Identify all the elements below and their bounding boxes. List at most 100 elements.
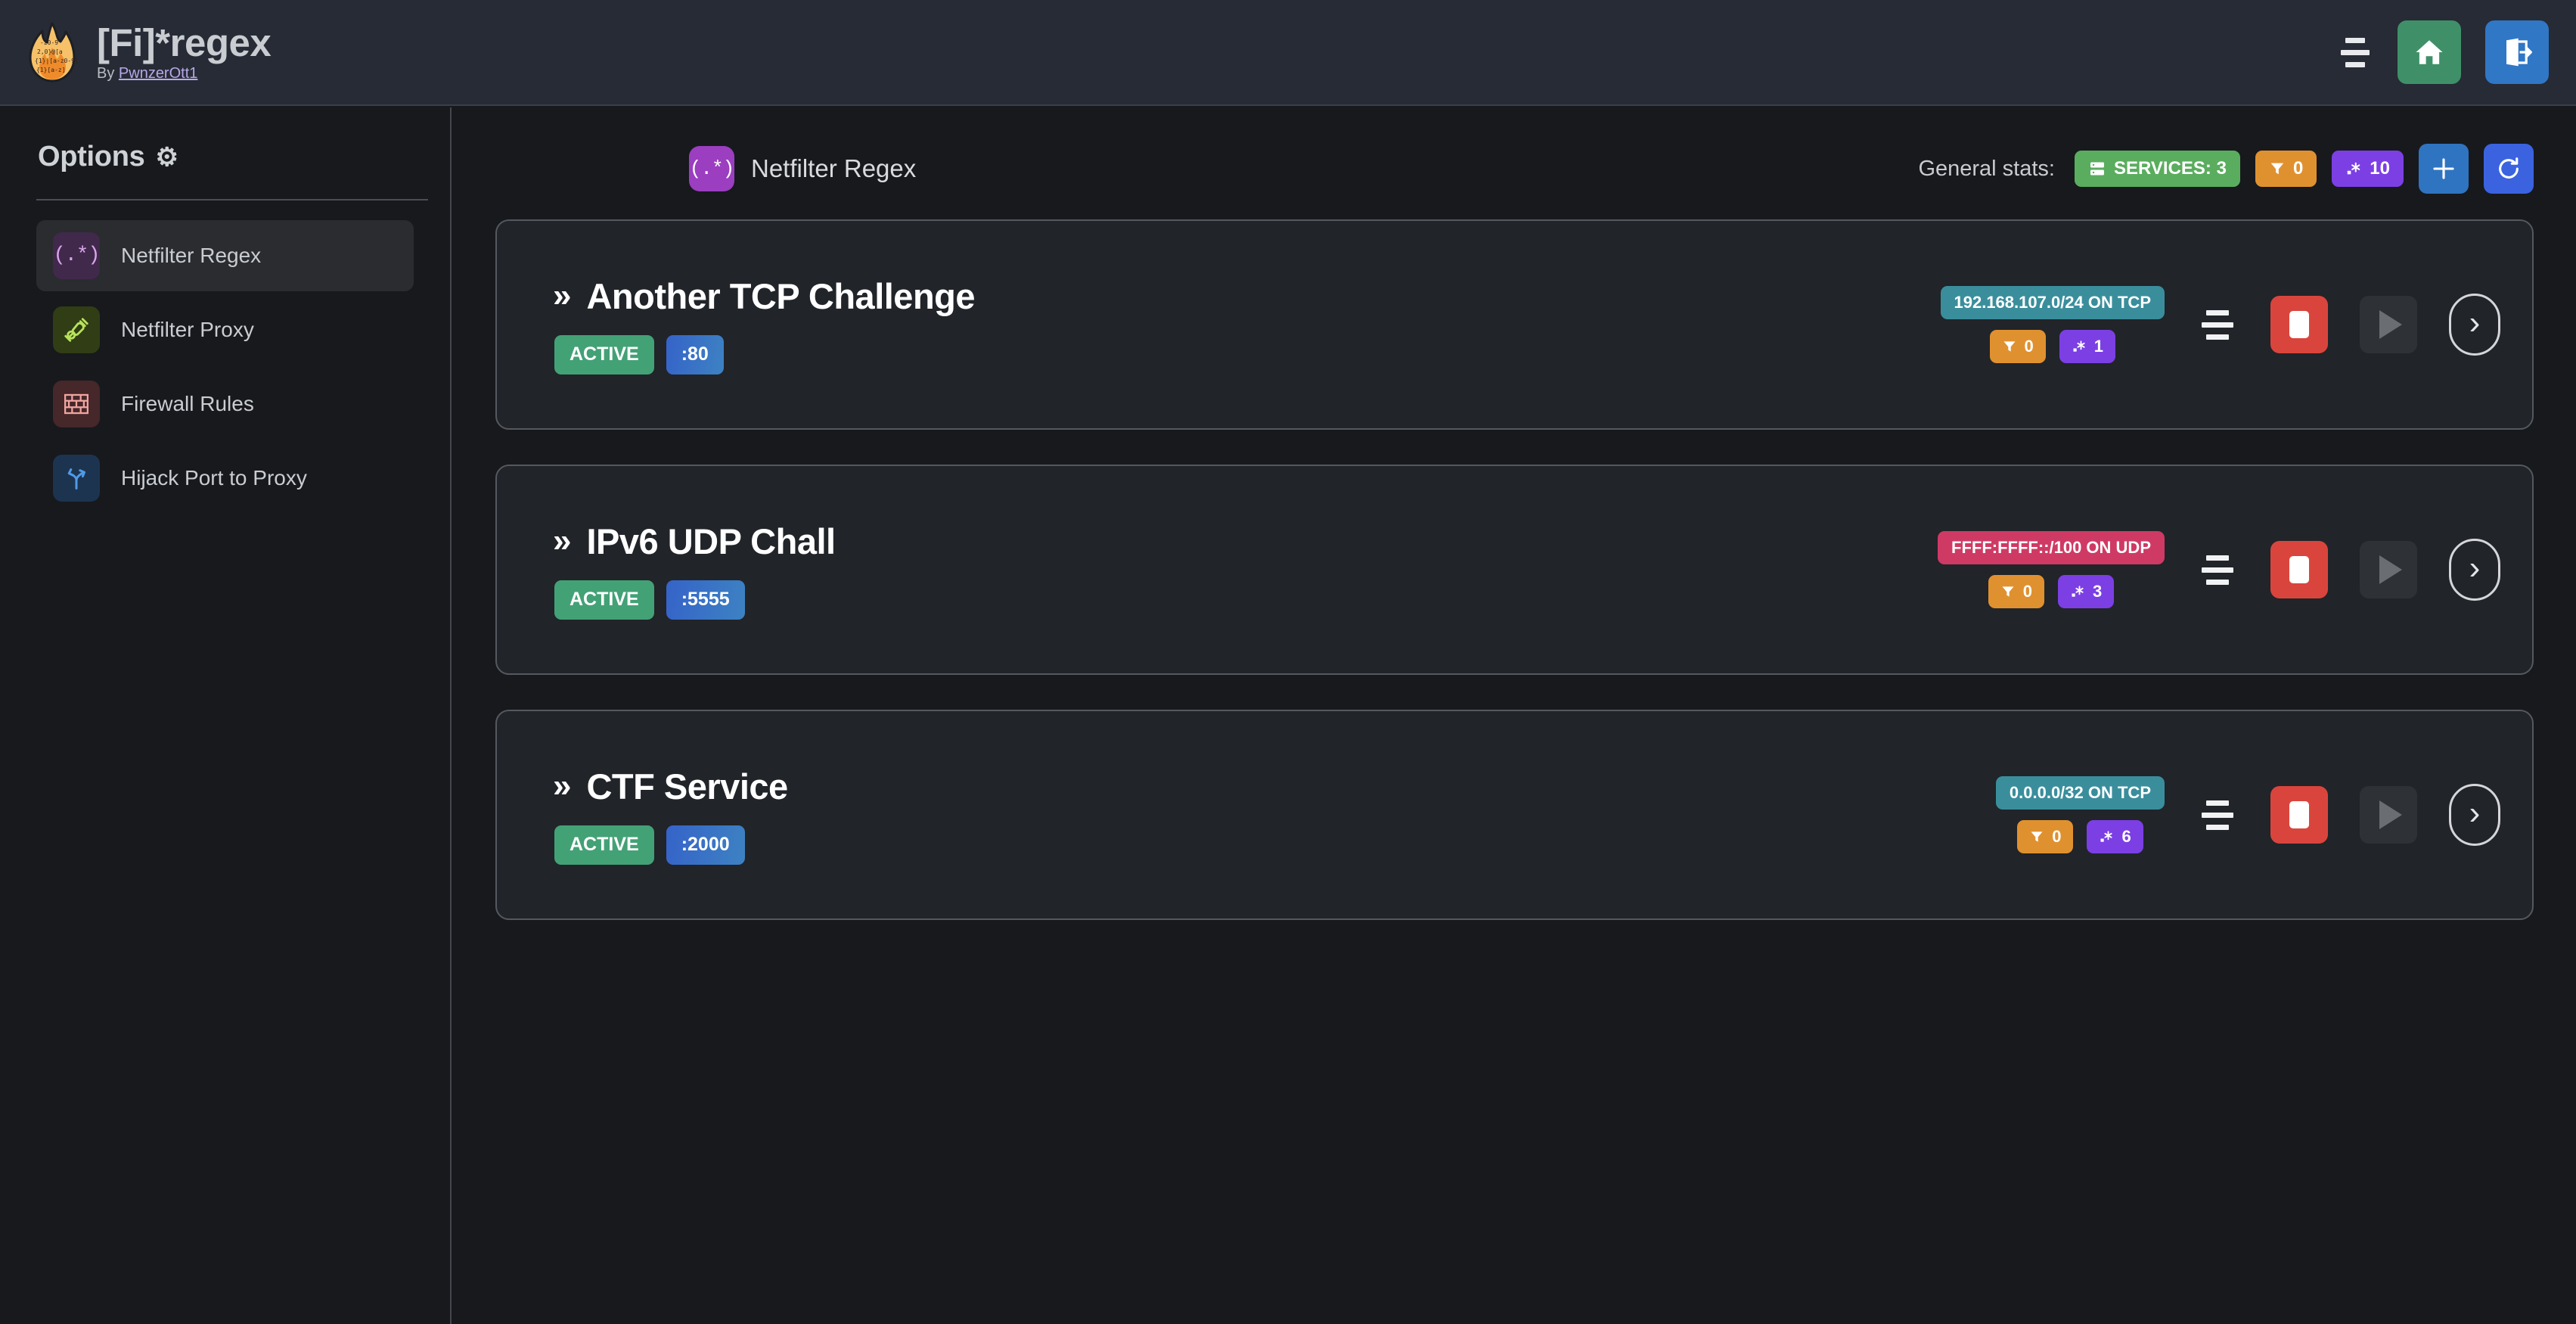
sidebar-heading: Options ⚙ — [36, 141, 414, 173]
service-badges: ACTIVE :2000 — [553, 825, 788, 865]
stop-button[interactable] — [2270, 296, 2328, 353]
regexes-chip-label: 10 — [2370, 158, 2390, 179]
play-button[interactable] — [2360, 541, 2417, 598]
service-card[interactable]: » IPv6 UDP Chall ACTIVE :5555 FFFF:FFFF:… — [495, 465, 2534, 675]
service-card[interactable]: » CTF Service ACTIVE :2000 0.0.0.0/32 ON… — [495, 710, 2534, 920]
service-title: » CTF Service — [553, 766, 788, 807]
filter-icon — [2003, 341, 2015, 352]
port-badge: :5555 — [666, 580, 745, 620]
filters-chip: 0 — [2255, 151, 2317, 187]
play-icon — [2379, 800, 2402, 829]
sidebar-item-label: Firewall Rules — [121, 392, 254, 415]
add-service-button[interactable] — [2419, 144, 2469, 194]
brick-wall-icon — [53, 381, 100, 427]
service-regexes-count: 6 — [2121, 827, 2131, 846]
stop-button[interactable] — [2270, 786, 2328, 844]
service-title: » IPv6 UDP Chall — [553, 521, 836, 562]
open-service-button[interactable]: › — [2449, 294, 2500, 356]
regex-glyph: (.*) — [53, 244, 101, 267]
play-button[interactable] — [2360, 786, 2417, 844]
regex-icon: (.*) — [689, 146, 734, 191]
service-info: » CTF Service ACTIVE :2000 — [553, 766, 788, 865]
home-button[interactable] — [2398, 20, 2461, 84]
service-menu-icon[interactable] — [2196, 794, 2239, 836]
services-chip-label: SERVICES: 3 — [2113, 158, 2227, 179]
status-badge: ACTIVE — [554, 580, 654, 620]
service-name: CTF Service — [586, 766, 788, 807]
brand-text: [Fi]*regex By PwnzerOtt1 — [97, 23, 272, 82]
author-link[interactable]: PwnzerOtt1 — [118, 64, 198, 82]
main-content: (.*) Netfilter Regex General stats: SERV… — [453, 107, 2576, 1324]
sidebar: Options ⚙ (.*) Netfilter Regex Netfilter… — [0, 107, 452, 1324]
service-regexes-count: 1 — [2093, 337, 2103, 356]
open-service-button[interactable]: › — [2449, 784, 2500, 846]
open-service-button[interactable]: › — [2449, 539, 2500, 601]
service-info: » IPv6 UDP Chall ACTIVE :5555 — [553, 521, 836, 620]
page-title: Netfilter Regex — [751, 154, 917, 182]
sidebar-item-netfilter-regex[interactable]: (.*) Netfilter Regex — [36, 220, 414, 291]
regex-count-icon — [2073, 340, 2085, 352]
service-badges: ACTIVE :5555 — [553, 580, 836, 620]
network-chip: 0.0.0.0/32 ON TCP — [1995, 776, 2165, 810]
plug-icon — [53, 306, 100, 353]
service-counters: 0 3 — [1988, 575, 2115, 608]
sidebar-item-netfilter-proxy[interactable]: Netfilter Proxy — [36, 294, 414, 365]
home-icon — [2416, 40, 2443, 64]
service-regexes-chip: 6 — [2087, 820, 2143, 853]
sidebar-item-label: Hijack Port to Proxy — [121, 466, 307, 490]
chevron-right-icon: › — [2469, 549, 2481, 587]
play-icon — [2379, 555, 2402, 584]
hamburger-icon[interactable] — [2337, 37, 2373, 67]
sidebar-divider — [36, 199, 428, 200]
status-badge: ACTIVE — [554, 825, 654, 865]
service-regexes-chip: 1 — [2059, 330, 2115, 363]
service-name: Another TCP Challenge — [586, 275, 976, 316]
status-badge: ACTIVE — [554, 334, 654, 375]
sidebar-item-firewall-rules[interactable]: Firewall Rules — [36, 368, 414, 440]
regex-glyph: (.*) — [689, 157, 734, 180]
brand: -z0-9 2,0}@[a {1}|[a-z0-9] {1}[a-z] [Fi]… — [0, 22, 272, 82]
play-button[interactable] — [2360, 296, 2417, 353]
page-identity: (.*) Netfilter Regex — [689, 146, 916, 191]
sidebar-heading-label: Options — [38, 141, 145, 172]
chevron-right-icon: › — [2469, 304, 2481, 342]
service-menu-icon[interactable] — [2196, 549, 2239, 591]
general-stats: General stats: SERVICES: 3 0 — [1918, 144, 2534, 194]
filter-icon — [2270, 163, 2284, 175]
service-network-info: 192.168.107.0/24 ON TCP 0 1 — [1940, 286, 2165, 363]
service-filters-count: 0 — [2022, 582, 2032, 601]
sidebar-item-hijack-port-to-proxy[interactable]: Hijack Port to Proxy — [36, 443, 414, 514]
network-chip: FFFF:FFFF::/100 ON UDP — [1938, 531, 2165, 564]
service-network-info: 0.0.0.0/32 ON TCP 0 6 — [1995, 776, 2165, 853]
stop-icon — [2289, 801, 2309, 828]
service-list: » Another TCP Challenge ACTIVE :80 192.1… — [495, 219, 2534, 920]
service-counters: 0 6 — [2017, 820, 2143, 853]
double-chevron-icon: » — [553, 767, 572, 804]
refresh-button[interactable] — [2484, 144, 2534, 194]
regex-count-icon — [2072, 586, 2084, 597]
general-stats-label: General stats: — [1918, 156, 2055, 181]
server-icon — [2090, 162, 2104, 176]
double-chevron-icon: » — [553, 277, 572, 314]
logout-button[interactable] — [2485, 20, 2549, 84]
regexes-chip: 10 — [2332, 151, 2404, 187]
port-badge: :2000 — [666, 825, 745, 865]
service-filters-chip: 0 — [1988, 575, 2044, 608]
service-network-info: FFFF:FFFF::/100 ON UDP 0 3 — [1938, 531, 2165, 608]
regex-count-icon — [2348, 162, 2360, 175]
filters-chip-label: 0 — [2292, 158, 2304, 179]
service-card[interactable]: » Another TCP Challenge ACTIVE :80 192.1… — [495, 219, 2534, 430]
stop-button[interactable] — [2270, 541, 2328, 598]
logout-icon — [2506, 38, 2532, 67]
chevron-right-icon: › — [2469, 794, 2481, 832]
service-filters-count: 0 — [2052, 827, 2062, 846]
refresh-icon — [2499, 157, 2519, 179]
service-controls: 192.168.107.0/24 ON TCP 0 1 — [1940, 286, 2500, 363]
service-menu-icon[interactable] — [2196, 303, 2239, 346]
services-chip: SERVICES: 3 — [2074, 151, 2240, 187]
filter-icon — [2002, 586, 2014, 597]
service-controls: FFFF:FFFF::/100 ON UDP 0 3 — [1938, 531, 2500, 608]
double-chevron-icon: » — [553, 522, 572, 559]
stop-icon — [2289, 311, 2309, 338]
play-icon — [2379, 310, 2402, 339]
